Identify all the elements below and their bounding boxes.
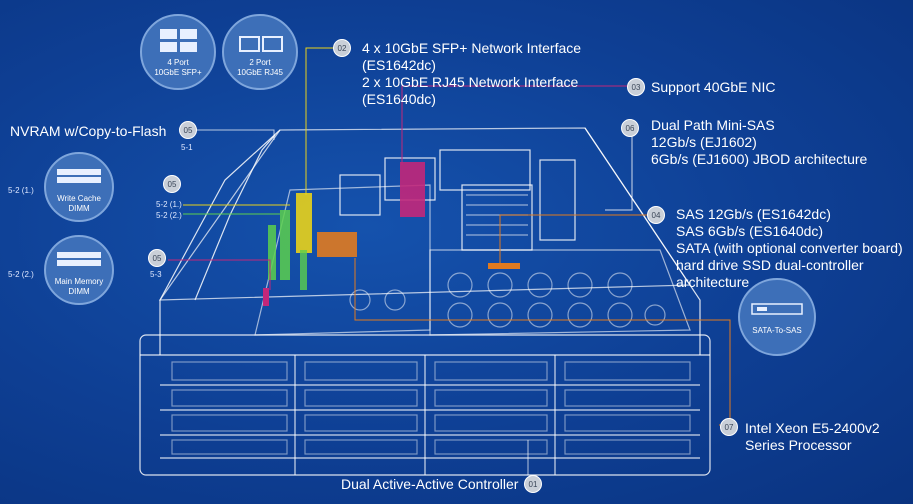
dimm-glyph: [57, 252, 101, 266]
dimm-glyph: [57, 169, 101, 183]
callout-03-text: Support 40GbE NIC: [651, 79, 776, 95]
callout-02-badge: 02: [333, 39, 351, 57]
write-cache-side-label: 5-2 (1.): [8, 186, 34, 195]
callout-06-line2: 12Gb/s (EJ1602): [651, 134, 757, 150]
callout-05-c3-sub: 5-3: [150, 270, 162, 279]
callout-04-line5: architecture: [676, 274, 750, 290]
callout-05-dimm-sub2: 5-2 (2.): [156, 211, 182, 220]
callout-07-badge: 07: [720, 418, 738, 436]
rj45-ports-glyph: [239, 36, 283, 52]
callout-01-badge: 01: [524, 475, 542, 493]
callout-01-text: Dual Active-Active Controller: [341, 476, 519, 492]
callout-04-line1: SAS 12Gb/s (ES1642dc): [676, 206, 831, 222]
sfp-icon-line1: 4 Port: [167, 58, 189, 67]
callout-04-badge: 04: [647, 206, 665, 224]
sata-to-sas-icon: SATA-To-SAS: [738, 278, 816, 356]
main-memory-line1: Main Memory: [54, 277, 104, 286]
callout-05-nvram-badge: 05: [179, 121, 197, 139]
callout-02-line4: (ES1640dc): [362, 91, 436, 107]
callout-06-line3: 6Gb/s (EJ1600) JBOD architecture: [651, 151, 868, 167]
callout-02-line3: 2 x 10GbE RJ45 Network Interface: [362, 74, 579, 90]
callout-05-nvram-sub: 5-1: [181, 143, 193, 152]
write-cache-line2: DIMM: [68, 204, 90, 213]
rj45-icon-line1: 2 Port: [249, 58, 271, 67]
main-memory-side-label: 5-2 (2.): [8, 270, 34, 279]
callout-05-nvram-text: NVRAM w/Copy-to-Flash: [10, 123, 167, 139]
callout-07-line1: Intel Xeon E5-2400v2: [745, 420, 880, 436]
callout-05-c3-badge: 05: [148, 249, 166, 267]
converter-board-glyph: [751, 303, 803, 315]
callout-04-line2: SAS 6Gb/s (ES1640dc): [676, 223, 824, 239]
callout-06-badge: 06: [621, 119, 639, 137]
callout-02-line2: (ES1642dc): [362, 57, 436, 73]
sfp-icon-line2: 10GbE SFP+: [154, 68, 202, 77]
callout-04-line4: hard drive SSD dual-controller: [676, 257, 864, 273]
write-cache-line1: Write Cache: [57, 194, 101, 203]
sata-to-sas-label: SATA-To-SAS: [752, 326, 802, 335]
callout-05-dimm-badge: 05: [163, 175, 181, 193]
callout-06-line1: Dual Path Mini-SAS: [651, 117, 775, 133]
callout-07-line2: Series Processor: [745, 437, 852, 453]
callout-02-line1: 4 x 10GbE SFP+ Network Interface: [362, 40, 582, 56]
callout-04-line3: SATA (with optional converter board): [676, 240, 903, 256]
sfp-ports-glyph: [160, 29, 197, 52]
main-memory-line2: DIMM: [68, 287, 90, 296]
callout-03-badge: 03: [627, 78, 645, 96]
rj45-icon-line2: 10GbE RJ45: [237, 68, 283, 77]
callout-05-dimm-sub1: 5-2 (1.): [156, 200, 182, 209]
